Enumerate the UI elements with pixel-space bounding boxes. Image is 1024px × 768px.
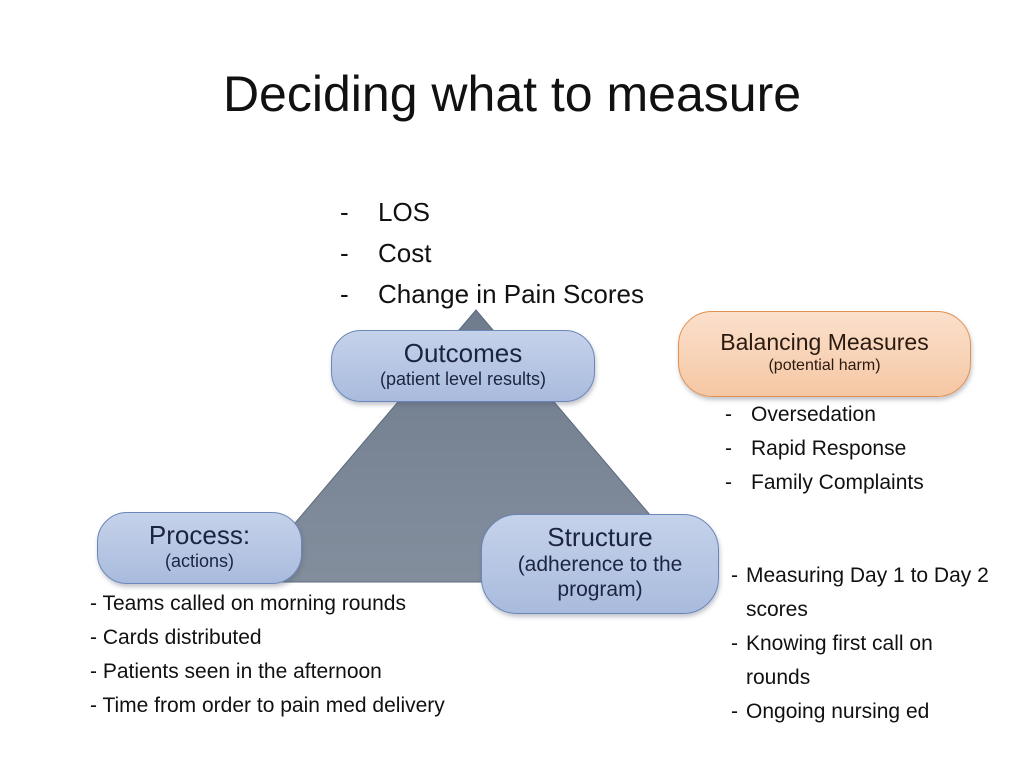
balancing-measures-node: Balancing Measures (potential harm): [678, 311, 971, 397]
process-measures-list: - Teams called on morning rounds - Cards…: [90, 587, 445, 723]
outcomes-sublabel: (patient level results): [379, 369, 547, 389]
balancing-sublabel: (potential harm): [768, 357, 881, 374]
outcomes-label: Outcomes: [403, 338, 523, 368]
outcomes-node: Outcomes (patient level results): [331, 330, 595, 402]
list-item: - Cards distributed: [90, 626, 262, 649]
list-item: -LOS: [340, 197, 431, 227]
outcome-measures-list: -LOS -Cost -Change in Pain Scores: [340, 192, 644, 315]
process-node: Process: (actions): [97, 512, 302, 584]
list-item: -Family Complaints: [725, 471, 924, 494]
list-item: -Oversedation: [725, 403, 876, 426]
list-item: -Ongoing nursing ed: [731, 700, 930, 723]
structure-label: Structure: [547, 522, 653, 552]
balancing-label: Balancing Measures: [720, 329, 929, 355]
process-label: Process:: [148, 520, 251, 550]
balancing-measures-list: -Oversedation -Rapid Response -Family Co…: [725, 398, 924, 500]
list-item: -Measuring Day 1 to Day 2 scores: [731, 564, 989, 621]
structure-sublabel: (adherence to the program): [517, 553, 683, 601]
process-sublabel: (actions): [164, 551, 235, 571]
list-item: - Time from order to pain med delivery: [90, 694, 445, 717]
list-item: -Knowing first call on rounds: [731, 632, 933, 689]
list-item: -Change in Pain Scores: [340, 279, 644, 309]
slide-title: Deciding what to measure: [222, 66, 802, 122]
structure-node: Structure (adherence to the program): [481, 514, 719, 614]
list-item: -Cost: [340, 238, 432, 268]
list-item: -Rapid Response: [725, 437, 907, 460]
list-item: - Teams called on morning rounds: [90, 592, 406, 615]
structure-measures-list: -Measuring Day 1 to Day 2 scores -Knowin…: [731, 559, 991, 729]
list-item: - Patients seen in the afternoon: [90, 660, 382, 683]
